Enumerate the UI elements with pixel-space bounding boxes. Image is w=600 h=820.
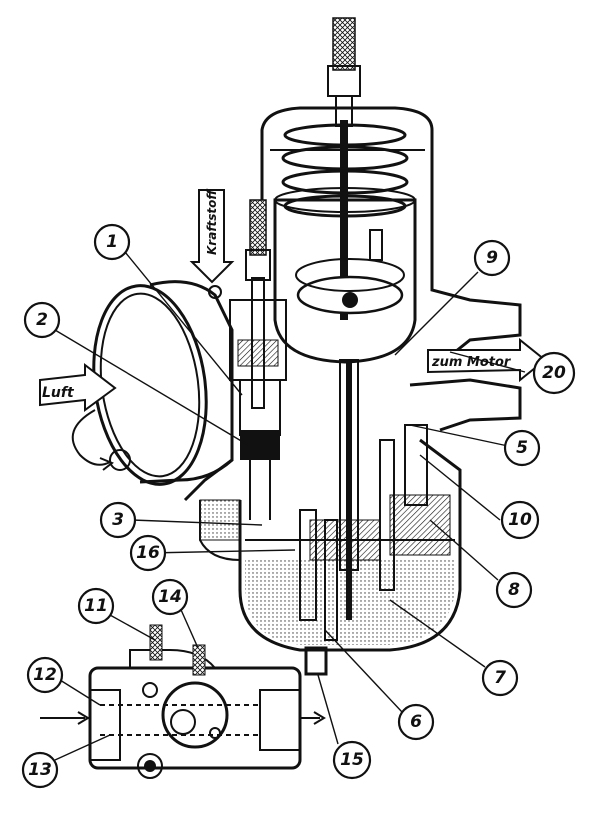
fuel-inlet xyxy=(229,199,287,520)
svg-text:20: 20 xyxy=(542,363,566,383)
callout-10: 10 xyxy=(500,500,540,540)
svg-text:7: 7 xyxy=(494,668,506,688)
kraftstoff-label: Kraftstoff xyxy=(205,189,219,255)
callout-20: 20 xyxy=(532,351,576,395)
svg-text:9: 9 xyxy=(486,248,498,268)
svg-text:3: 3 xyxy=(112,510,124,530)
fuel-flow-arrow: Kraftstoff xyxy=(189,189,235,284)
callout-12: 12 xyxy=(26,656,64,694)
callout-13: 13 xyxy=(21,751,59,789)
svg-text:15: 15 xyxy=(340,750,364,770)
engine-flow-arrow: zum Motor xyxy=(427,337,547,383)
svg-text:6: 6 xyxy=(410,712,422,732)
needle-jets xyxy=(299,359,428,676)
svg-text:5: 5 xyxy=(516,438,528,458)
callout-1: 1 xyxy=(93,223,131,261)
svg-text:11: 11 xyxy=(84,596,108,616)
svg-text:16: 16 xyxy=(136,543,160,563)
svg-text:13: 13 xyxy=(28,760,52,780)
callout-8: 8 xyxy=(495,571,533,609)
inset-diagram xyxy=(40,624,326,779)
callout-11: 11 xyxy=(77,587,115,625)
svg-text:1: 1 xyxy=(106,232,118,252)
callout-16: 16 xyxy=(129,534,167,572)
callout-6: 6 xyxy=(397,703,435,741)
svg-text:8: 8 xyxy=(508,580,520,600)
callout-3: 3 xyxy=(99,501,137,539)
throttle-slide xyxy=(273,187,417,364)
air-flow-arrow: Luft xyxy=(39,362,117,471)
leader-lines xyxy=(54,251,526,761)
callout-7: 7 xyxy=(481,659,519,697)
svg-text:10: 10 xyxy=(508,510,532,530)
svg-text:12: 12 xyxy=(33,665,57,685)
luft-label: Luft xyxy=(42,385,75,401)
callout-14: 14 xyxy=(151,578,189,616)
callout-9: 9 xyxy=(473,239,511,277)
svg-text:14: 14 xyxy=(158,587,182,607)
float-bowl xyxy=(199,494,455,645)
zum-motor-label: zum Motor xyxy=(431,355,512,370)
svg-text:2: 2 xyxy=(36,310,48,330)
callout-5: 5 xyxy=(503,429,541,467)
callout-15: 15 xyxy=(332,740,372,780)
callout-2: 2 xyxy=(23,301,61,339)
